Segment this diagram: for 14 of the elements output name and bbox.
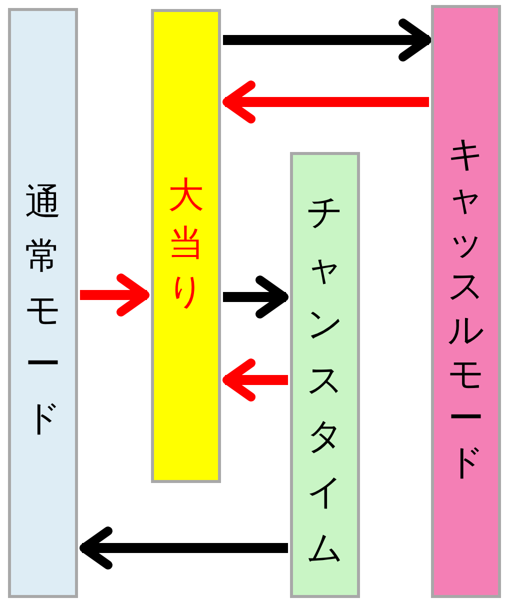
mode-box bbox=[8, 8, 78, 598]
mode-box bbox=[151, 9, 221, 483]
mode-box bbox=[431, 5, 501, 598]
arrow bbox=[223, 18, 432, 62]
arrow bbox=[222, 358, 288, 402]
arrow bbox=[80, 526, 288, 570]
arrow bbox=[223, 276, 288, 318]
arrow bbox=[80, 274, 150, 316]
mode-label: 通常モード bbox=[24, 181, 62, 441]
arrow bbox=[222, 80, 429, 124]
mode-label: 大当り bbox=[166, 174, 206, 314]
mode-label: チャンスタイム bbox=[306, 191, 344, 571]
mode-box bbox=[290, 152, 360, 598]
mode-label: キャッスルモード bbox=[446, 133, 486, 485]
